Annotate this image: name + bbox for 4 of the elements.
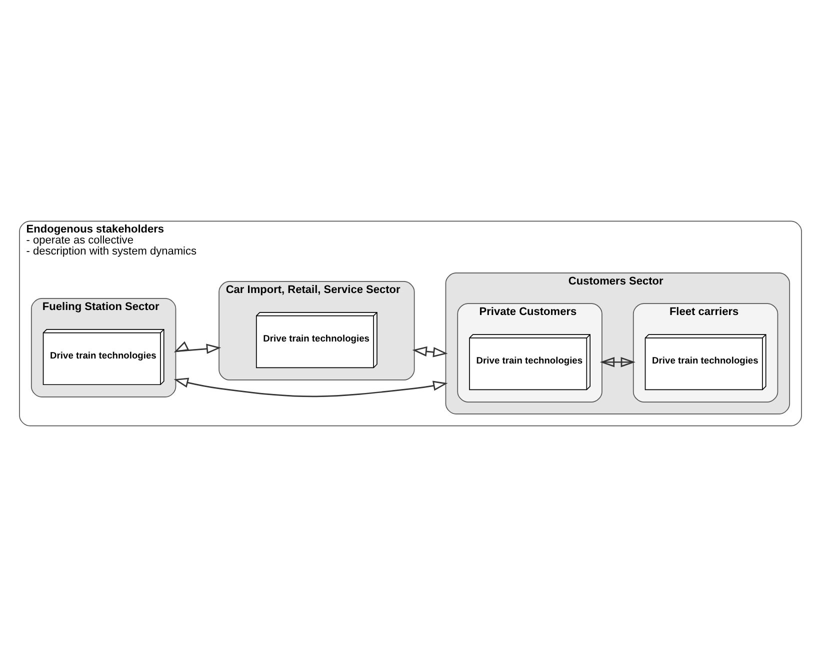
arrow [412, 346, 448, 357]
arrow [600, 356, 636, 367]
arrow [174, 340, 222, 354]
arrow [174, 377, 448, 397]
